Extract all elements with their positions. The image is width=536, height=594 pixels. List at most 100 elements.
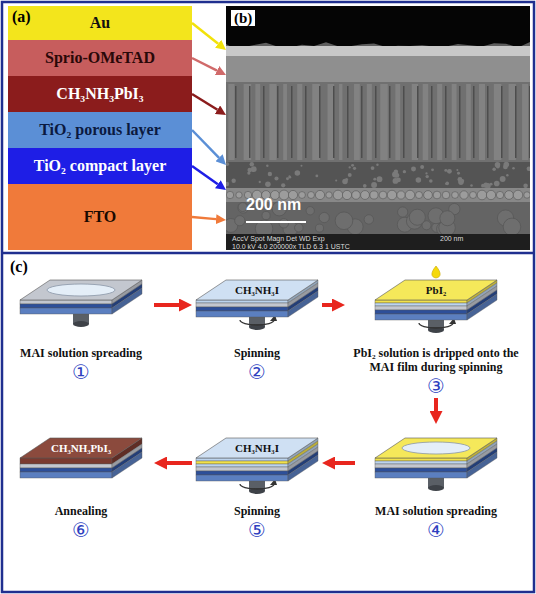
sem-grain-gap <box>263 86 265 158</box>
slab-side <box>467 452 497 478</box>
layer-pointer-arrow <box>192 130 219 158</box>
substrate-illustration <box>16 266 146 344</box>
sem-pore <box>351 164 354 167</box>
sem-grain-gap <box>403 86 405 158</box>
sem-pore <box>523 184 528 189</box>
process-arrow <box>322 303 332 307</box>
step-caption: Spinning <box>192 344 322 360</box>
sem-bubble <box>236 192 242 198</box>
sem-grain-gap <box>459 86 461 158</box>
slab-side <box>288 455 318 481</box>
process-step: MAI solution spreading④ <box>355 424 517 542</box>
sem-info-text: 200 nm <box>440 235 463 243</box>
sem-bubble <box>442 191 450 199</box>
step-caption: MAI solution spreading <box>8 344 154 360</box>
process-step: MAI solution spreading① <box>8 266 154 384</box>
layer-label: TiO₂ compact layer <box>34 157 166 175</box>
sem-pore <box>274 177 278 181</box>
sem-fto-grain <box>279 219 289 229</box>
sem-pore <box>371 166 375 170</box>
substrate-illustration: CH₃NH₃I <box>192 266 322 344</box>
sem-grain <box>509 84 516 160</box>
process-step: CH₃NH₃PbI₃Annealing⑥ <box>8 424 154 542</box>
sem-bubble <box>496 191 503 198</box>
slab-front <box>375 306 467 310</box>
step-number: ⑥ <box>8 518 154 542</box>
process-step: CH₃NH₃ISpinning⑤ <box>192 424 322 542</box>
sem-vacuum <box>226 6 530 48</box>
sem-pore <box>266 165 268 167</box>
sem-pore <box>251 166 257 172</box>
slab-front <box>196 471 288 475</box>
sem-bubble <box>370 191 378 199</box>
slab-top <box>196 280 318 300</box>
sem-pore <box>426 175 429 178</box>
sem-pore <box>295 170 301 176</box>
sem-grain-gap <box>291 86 293 158</box>
sem-pore <box>226 162 229 166</box>
sem-bubble <box>415 191 422 198</box>
slab-front <box>375 461 467 464</box>
slab-side <box>467 294 497 320</box>
sem-pore <box>363 184 367 188</box>
layer-pointer-arrow <box>192 94 217 110</box>
layer-band: CH₃NH₃PbI₃ <box>8 76 192 112</box>
sem-bubble <box>315 190 324 199</box>
layer-band: Sprio-OMeTAD <box>8 40 192 76</box>
substrate-drawing <box>192 424 322 502</box>
slab-front <box>196 461 288 464</box>
sem-pore <box>286 177 289 180</box>
slab-front <box>196 300 288 303</box>
layer-band: TiO₂ compact layer <box>8 148 192 184</box>
sem-ground <box>226 6 530 250</box>
rotation-arrow <box>240 484 274 489</box>
sem-pore <box>392 172 398 178</box>
slab-front <box>20 464 112 468</box>
sem-grain <box>395 84 400 160</box>
sem-pore <box>458 179 464 185</box>
sem-pore <box>315 175 318 178</box>
sem-grain-gap <box>501 86 503 158</box>
sem-pore <box>250 162 254 166</box>
layer-label: TiO₂ porous layer <box>39 121 161 139</box>
slab-top <box>196 438 318 458</box>
layer-pointer-arrow <box>192 166 218 184</box>
substrate-drawing <box>192 266 322 344</box>
sem-grain <box>269 84 276 160</box>
sem-grain-gap <box>277 86 279 158</box>
sem-pore <box>431 168 434 171</box>
slab-front <box>375 472 467 478</box>
layer-label: Sprio-OMeTAD <box>45 49 155 67</box>
sem-pore <box>481 184 485 188</box>
solution-puddle <box>47 284 115 296</box>
sem-info-bar <box>226 234 530 250</box>
sem-pore <box>226 182 229 187</box>
sem-fto-grain <box>335 212 353 230</box>
sem-grain-gap <box>487 86 489 158</box>
sem-grain-gap <box>389 86 391 158</box>
sem-pore <box>470 184 473 187</box>
spin-chuck-base <box>428 485 444 491</box>
process-arrow <box>154 303 179 307</box>
sem-pore <box>376 163 378 165</box>
sem-grain-gap <box>361 86 363 158</box>
sem-grain <box>423 84 429 160</box>
slab-front <box>375 468 467 472</box>
sem-pore <box>512 167 515 170</box>
slab-top <box>20 280 142 300</box>
sem-pore <box>494 181 500 187</box>
substrate-illustration <box>371 424 501 502</box>
rotation-arrow <box>240 320 274 325</box>
sem-pore <box>289 176 292 179</box>
slab-front <box>196 303 288 307</box>
step-number: ① <box>8 360 154 384</box>
sem-pore <box>445 183 447 185</box>
sem-pore <box>259 181 261 183</box>
sem-fto-grain <box>503 218 521 236</box>
layer-band: TiO₂ porous layer <box>8 112 192 148</box>
sem-pore <box>268 172 272 176</box>
sem-bubble <box>486 190 495 199</box>
sem-grain <box>354 84 360 160</box>
sem-grain-gap <box>319 86 321 158</box>
